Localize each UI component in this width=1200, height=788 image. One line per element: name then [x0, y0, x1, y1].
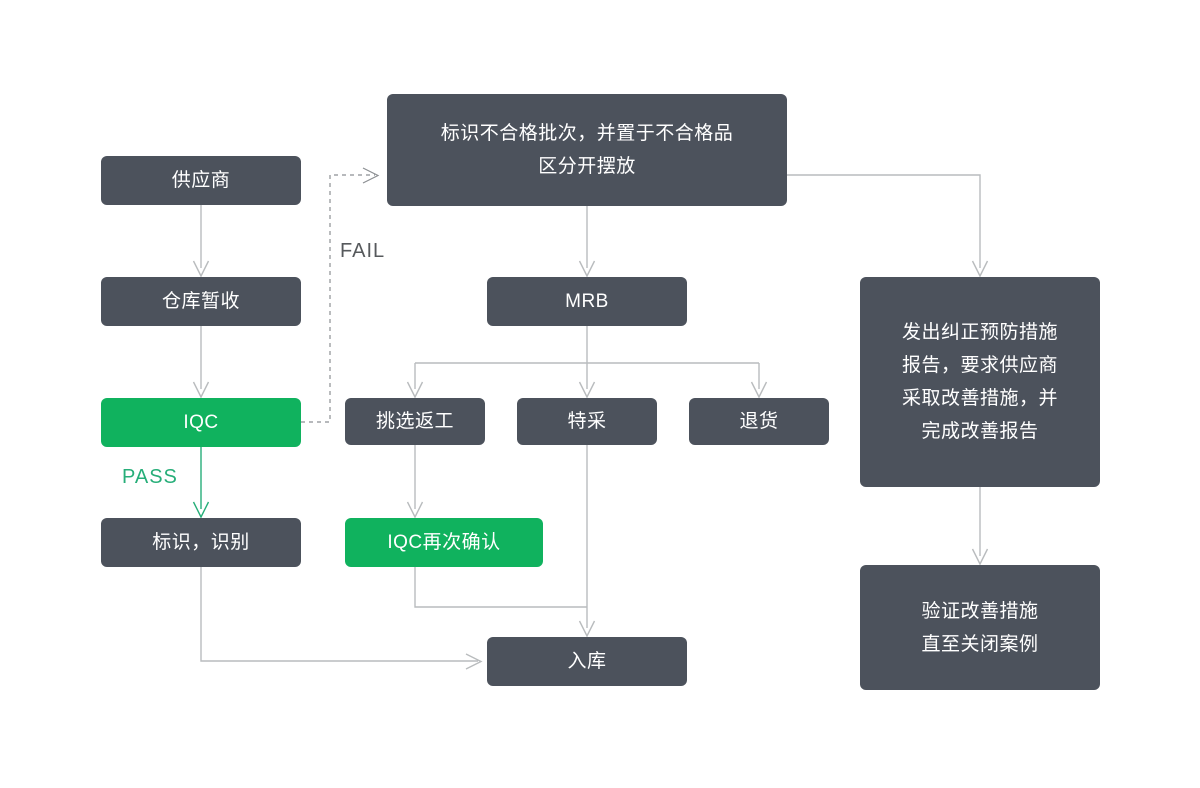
node-sort-rework[interactable]: 挑选返工 [345, 398, 485, 445]
node-mrb[interactable]: MRB [487, 277, 687, 326]
edge-mrb-to-branches [406, 326, 768, 399]
edge-mark-ncr-lot-to-capa-report [787, 174, 989, 278]
edge-supplier-to-warehouse-hold [192, 205, 210, 278]
node-stock-in[interactable]: 入库 [487, 637, 687, 686]
edge-mark-ncr-lot-to-mrb [578, 206, 596, 278]
edge-special-accept-to-stock-in [578, 445, 596, 638]
edge-iqc-recheck-to-stock-in [414, 567, 587, 608]
edge-warehouse-hold-to-iqc [192, 326, 210, 399]
edge-label-fail: FAIL [340, 240, 386, 262]
node-verify-close-case[interactable]: 验证改善措施 直至关闭案例 [860, 565, 1100, 690]
node-iqc-recheck[interactable]: IQC再次确认 [345, 518, 543, 567]
node-mark-nonconforming-lot[interactable]: 标识不合格批次，并置于不合格品 区分开摆放 [387, 94, 787, 206]
node-special-acceptance[interactable]: 特采 [517, 398, 657, 445]
edge-sort-rework-to-iqc-recheck [406, 445, 424, 519]
node-supplier[interactable]: 供应商 [101, 156, 301, 205]
node-capa-report[interactable]: 发出纠正预防措施 报告，要求供应商 采取改善措施，并 完成改善报告 [860, 277, 1100, 487]
node-warehouse-hold[interactable]: 仓库暂收 [101, 277, 301, 326]
edge-mark-identify-to-stock-in [200, 567, 483, 670]
node-mark-identify[interactable]: 标识，识别 [101, 518, 301, 567]
edge-iqc-to-mark-identify [192, 447, 210, 519]
node-iqc[interactable]: IQC [101, 398, 301, 447]
edge-iqc-to-mark-ncr-lot [301, 167, 380, 423]
edge-label-pass: PASS [122, 466, 178, 488]
node-return-goods[interactable]: 退货 [689, 398, 829, 445]
edge-capa-report-to-verify-close [971, 487, 989, 566]
